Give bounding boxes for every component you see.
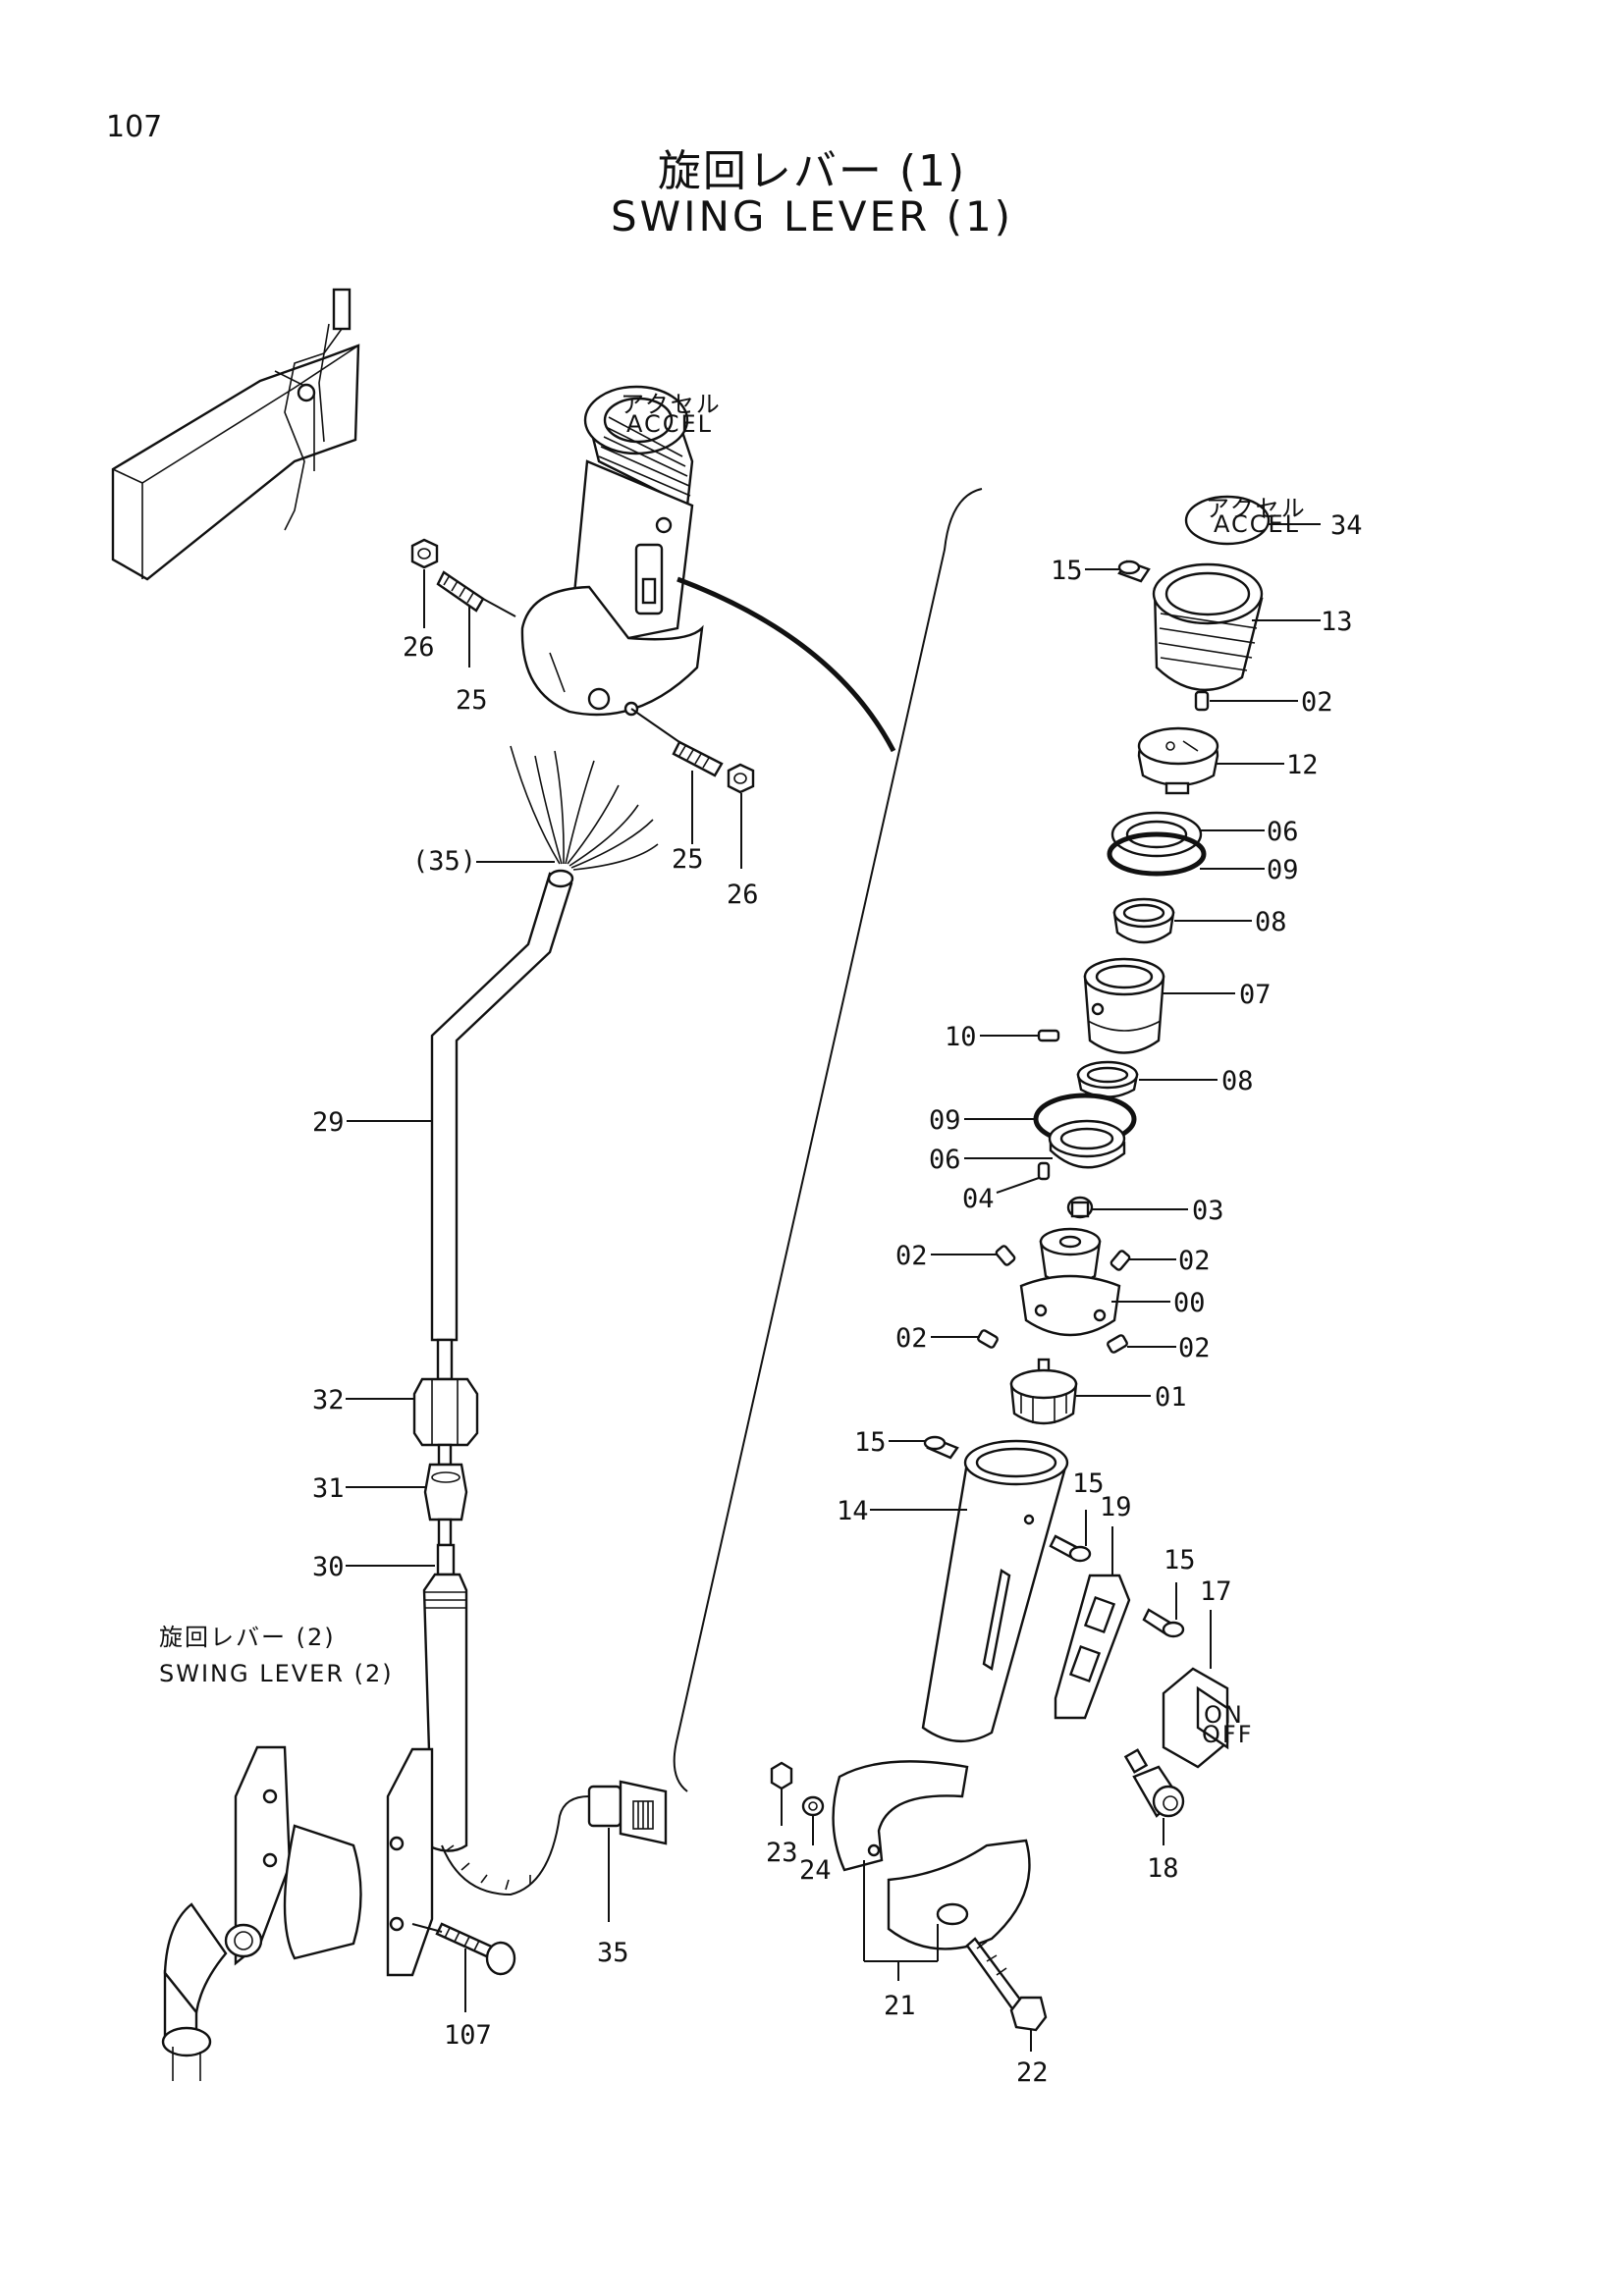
callout-30: 30 bbox=[312, 1552, 345, 1582]
callout-02-e: 02 bbox=[1178, 1333, 1211, 1363]
part-34-cap: アクセル ACCEL bbox=[1184, 495, 1307, 546]
part-24-washer bbox=[801, 1795, 825, 1817]
part-14-tube bbox=[921, 1439, 1069, 1743]
part-18-push-switch bbox=[1123, 1748, 1185, 1818]
part-07-housing bbox=[1083, 957, 1165, 1054]
part-01-switch bbox=[1009, 1358, 1078, 1425]
callout-15-mid: 15 bbox=[854, 1427, 887, 1458]
nut-32 bbox=[412, 1338, 479, 1447]
callout-10: 10 bbox=[945, 1022, 977, 1052]
stud-25-lower bbox=[630, 708, 724, 777]
callout-107: 107 bbox=[444, 2020, 492, 2051]
part-22-bolt bbox=[965, 1937, 1048, 2032]
callout-14: 14 bbox=[837, 1496, 869, 1526]
callout-09-b: 09 bbox=[929, 1105, 961, 1136]
part-23-nut bbox=[770, 1761, 793, 1790]
leader-handle-to-exploded bbox=[677, 576, 896, 753]
part-06-cup-b bbox=[1048, 1119, 1126, 1169]
part-15-screw-right bbox=[1049, 1534, 1092, 1563]
switch-marking-off: OFF bbox=[1202, 1721, 1254, 1748]
part-13-knob bbox=[1152, 562, 1264, 692]
part-17-rocker-switch: ON OFF bbox=[1162, 1667, 1254, 1769]
callout-25-upper: 25 bbox=[456, 685, 488, 716]
callout-03: 03 bbox=[1192, 1196, 1224, 1226]
callout-23: 23 bbox=[766, 1838, 798, 1868]
joint-31 bbox=[423, 1443, 468, 1547]
callout-15-farright: 15 bbox=[1164, 1545, 1196, 1575]
cap-marking-jp: アクセル bbox=[1206, 495, 1307, 522]
wire-harness-35 bbox=[510, 745, 659, 871]
part-15-screw-farright bbox=[1142, 1608, 1185, 1638]
callout-18: 18 bbox=[1147, 1853, 1179, 1884]
part-02-setscrew-c bbox=[1110, 1250, 1131, 1271]
part-10-pin bbox=[1037, 1029, 1060, 1042]
swing-lever-2-label-en: SWING LEVER (2) bbox=[159, 1660, 394, 1687]
callout-21: 21 bbox=[884, 1991, 916, 2021]
part-02-setscrew-b bbox=[995, 1245, 1016, 1266]
callout-19: 19 bbox=[1100, 1492, 1132, 1522]
callout-06-a: 06 bbox=[1267, 817, 1299, 847]
part-21-clamp bbox=[832, 1760, 1031, 1950]
bolt-107 bbox=[411, 1922, 516, 1976]
callout-01: 01 bbox=[1155, 1382, 1187, 1413]
stud-25-upper bbox=[436, 570, 516, 617]
callout-15-top: 15 bbox=[1051, 556, 1083, 586]
knob-marking-en: ACCEL bbox=[626, 410, 713, 438]
callout-22: 22 bbox=[1016, 2057, 1049, 2088]
part-04-setscrew bbox=[1037, 1161, 1051, 1181]
callout-35-wires: (35) bbox=[412, 846, 476, 877]
callout-26-lower: 26 bbox=[727, 880, 759, 910]
callout-35: 35 bbox=[597, 1938, 629, 1968]
callout-00: 00 bbox=[1173, 1288, 1206, 1318]
callout-32: 32 bbox=[312, 1385, 345, 1415]
callout-02-d: 02 bbox=[895, 1323, 928, 1354]
callout-02-c: 02 bbox=[1178, 1246, 1211, 1276]
callout-06-b: 06 bbox=[929, 1145, 961, 1175]
part-12-plug bbox=[1137, 726, 1219, 795]
callout-24: 24 bbox=[799, 1855, 832, 1886]
nut-26-upper bbox=[410, 538, 439, 569]
callout-02-a: 02 bbox=[1301, 687, 1333, 718]
callout-15-right: 15 bbox=[1072, 1468, 1105, 1499]
callout-08-b: 08 bbox=[1221, 1066, 1254, 1096]
callout-17: 17 bbox=[1200, 1576, 1232, 1607]
callout-34: 34 bbox=[1330, 510, 1363, 541]
callout-13: 13 bbox=[1321, 607, 1353, 637]
part-02-setscrew-e bbox=[1107, 1334, 1128, 1354]
part-03-nut bbox=[1066, 1196, 1094, 1219]
part-00-body bbox=[1019, 1227, 1121, 1337]
part-08-bushing-a bbox=[1112, 897, 1175, 944]
console-bracket bbox=[111, 288, 360, 581]
callout-26-upper: 26 bbox=[403, 632, 435, 663]
nut-26-lower bbox=[727, 763, 755, 794]
page-title-japanese: 旋回レバー (1) bbox=[657, 146, 967, 196]
callout-25-lower: 25 bbox=[672, 844, 704, 875]
part-02-setscrew-d bbox=[977, 1329, 999, 1349]
callout-29: 29 bbox=[312, 1107, 345, 1138]
part-08-bushing-b bbox=[1076, 1060, 1139, 1098]
tube-29 bbox=[430, 869, 574, 1342]
knob-marking-jp: アクセル bbox=[621, 391, 722, 418]
callout-04: 04 bbox=[962, 1184, 995, 1214]
callout-07: 07 bbox=[1239, 980, 1272, 1010]
part-09-oring-a bbox=[1107, 831, 1207, 877]
exploded-view-boundary bbox=[673, 488, 983, 1792]
part-15-screw-top bbox=[1117, 560, 1151, 583]
callout-02-b: 02 bbox=[895, 1241, 928, 1271]
part-02-setscrew-a bbox=[1194, 690, 1210, 712]
swing-lever-2-label-jp: 旋回レバー (2) bbox=[159, 1624, 336, 1651]
page-title-english: SWING LEVER (1) bbox=[610, 192, 1014, 240]
switch-marking-on: ON bbox=[1204, 1701, 1244, 1729]
callout-31: 31 bbox=[312, 1473, 345, 1504]
callout-08-a: 08 bbox=[1255, 907, 1287, 937]
page-number: 107 bbox=[106, 110, 163, 144]
part-19-bracket bbox=[1054, 1574, 1131, 1720]
callout-12: 12 bbox=[1286, 750, 1319, 780]
callout-09-a: 09 bbox=[1267, 855, 1299, 885]
part-15-screw-mid bbox=[923, 1435, 959, 1460]
lever-handle-assembly: アクセル ACCEL bbox=[520, 385, 722, 717]
swing-lever-2-assembly bbox=[161, 1745, 668, 2081]
